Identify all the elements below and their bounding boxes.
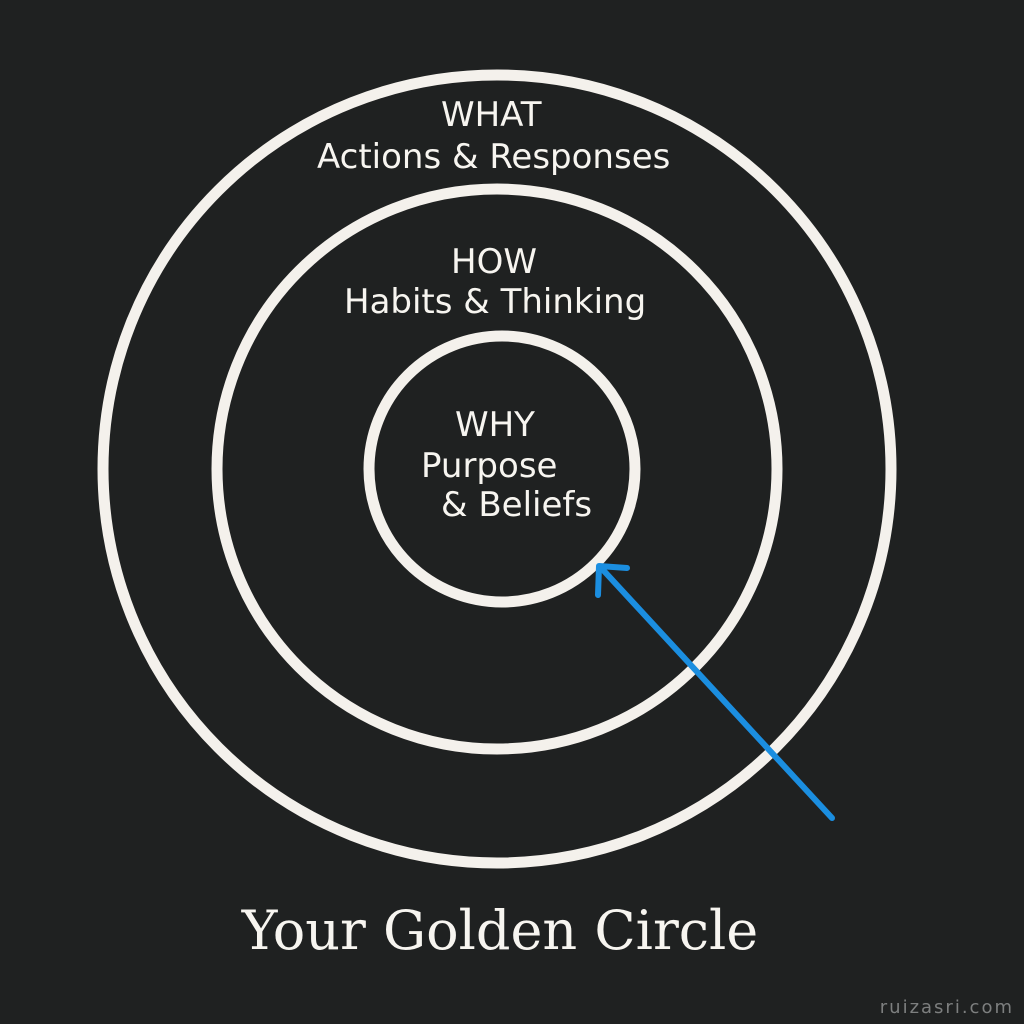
watermark: ruizasri.com [879,997,1014,1018]
arrowhead-icon [595,563,630,598]
how-heading: HOW [451,242,537,282]
ring-outer-what [97,69,897,869]
why-heading: WHY [455,405,535,445]
ring-inner-why [363,330,641,608]
diagram-title: Your Golden Circle [241,899,759,962]
why-caption-line1: Purpose [421,446,558,486]
how-caption: Habits & Thinking [344,282,647,322]
arrow-shaft [601,568,835,821]
what-caption: Actions & Responses [317,137,671,177]
pointer-arrow [595,563,835,821]
ring-middle-how [211,183,783,755]
why-caption-line2: & Beliefs [441,485,593,525]
what-heading: WHAT [441,95,542,135]
